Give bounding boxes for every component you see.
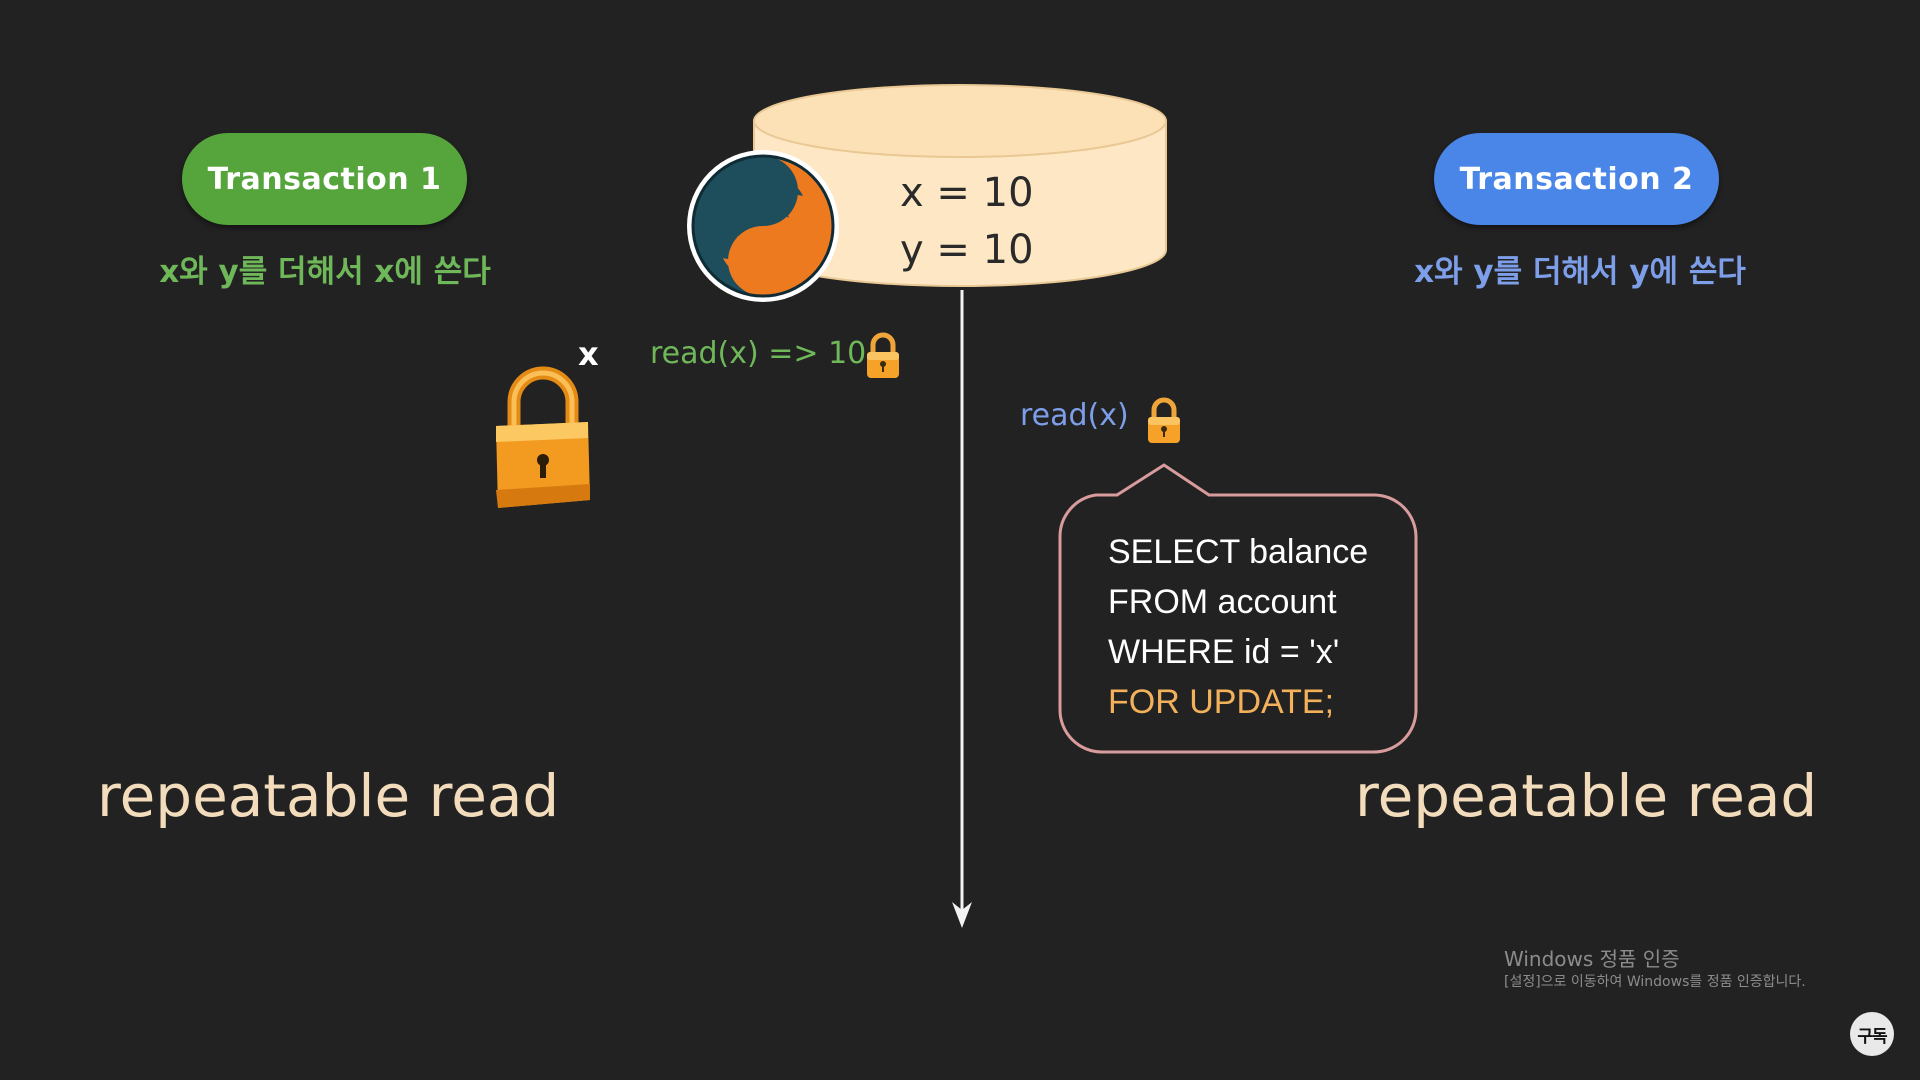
sql-line-select: SELECT balance	[1108, 533, 1369, 571]
subscribe-button[interactable]: 구독	[1850, 1012, 1894, 1056]
sql-query-text: SELECT balance FROM account WHERE id = '…	[1080, 527, 1369, 727]
down-arrow-icon	[952, 290, 972, 928]
lock-target-label: x	[578, 335, 599, 373]
transaction-2-read-op: read(x)	[1020, 398, 1129, 433]
transaction-1-isolation-level: repeatable read	[97, 762, 560, 830]
database-cylinder-icon	[753, 84, 1167, 287]
query-speech-bubble	[1058, 463, 1418, 754]
sql-line-for-update: FOR UPDATE;	[1080, 677, 1337, 727]
transaction-2-isolation-level: repeatable read	[1355, 762, 1818, 830]
transaction-1-read-op: read(x) => 10	[650, 336, 867, 371]
sql-line-for-update-wrapper: FOR UPDATE;	[1080, 677, 1368, 727]
sql-line-from: FROM account	[1108, 583, 1337, 621]
sql-for-update-text: FOR UPDATE;	[1108, 683, 1335, 721]
padlock-icon	[867, 332, 899, 378]
windows-activation-subtitle: [설정]으로 이동하여 Windows를 정품 인증합니다.	[1504, 974, 1806, 990]
db-x-value: x = 10	[900, 170, 1034, 216]
mysql-dolphin-logo-icon	[687, 150, 839, 302]
db-y-value: y = 10	[900, 227, 1034, 273]
padlock-icon	[1148, 397, 1180, 443]
sql-line-where: WHERE id = 'x'	[1108, 633, 1340, 671]
transaction-2-description: x와 y를 더해서 y에 쓴다	[1414, 254, 1746, 290]
transaction-1-description: x와 y를 더해서 x에 쓴다	[159, 254, 491, 290]
transaction-2-badge: Transaction 2	[1434, 133, 1719, 225]
large-padlock-icon	[496, 366, 590, 508]
transaction-1-badge: Transaction 1	[182, 133, 467, 225]
windows-activation-title: Windows 정품 인증	[1504, 947, 1680, 971]
